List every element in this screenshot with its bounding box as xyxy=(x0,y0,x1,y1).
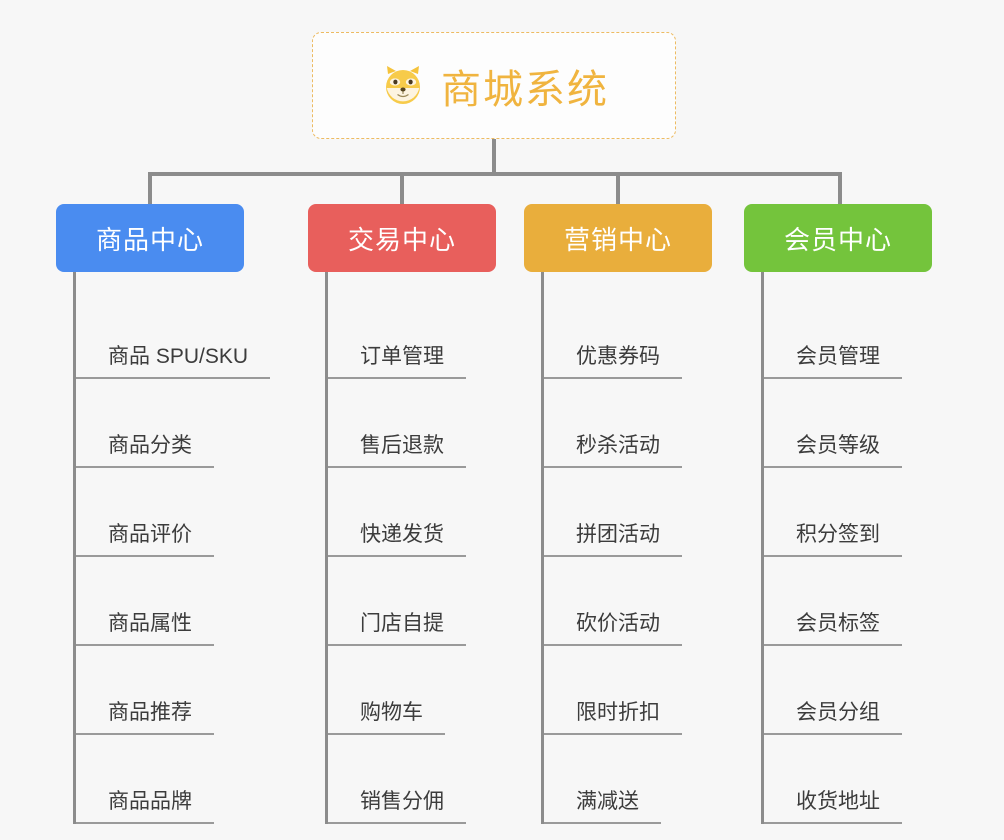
leaf-item[interactable]: 秒杀活动 xyxy=(544,379,748,468)
branch-column-marketing: 营销中心 优惠券码 秒杀活动 拼团活动 砍价活动 限时折扣 满减送 xyxy=(524,204,748,824)
branch-header-label: 营销中心 xyxy=(563,224,672,255)
connector-horizontal-bus xyxy=(148,172,842,176)
leaf-item[interactable]: 满减送 xyxy=(544,735,748,824)
leaf-item[interactable]: 购物车 xyxy=(328,646,532,735)
leaf-list-marketing: 优惠券码 秒杀活动 拼团活动 砍价活动 限时折扣 满减送 xyxy=(541,272,748,824)
leaf-item[interactable]: 商品属性 xyxy=(76,557,304,646)
leaf-label: 限时折扣 xyxy=(544,702,682,735)
leaf-label: 会员分组 xyxy=(764,702,902,735)
connector-drop-2 xyxy=(400,172,404,206)
branch-header-label: 商品中心 xyxy=(95,224,204,255)
leaf-label: 会员等级 xyxy=(764,435,902,468)
leaf-item[interactable]: 订单管理 xyxy=(328,290,532,379)
leaf-item[interactable]: 收货地址 xyxy=(764,735,968,824)
leaf-item[interactable]: 销售分佣 xyxy=(328,735,532,824)
leaf-item[interactable]: 商品 SPU/SKU xyxy=(76,290,304,379)
leaf-item[interactable]: 拼团活动 xyxy=(544,468,748,557)
leaf-item[interactable]: 会员管理 xyxy=(764,290,968,379)
branch-header-product[interactable]: 商品中心 xyxy=(56,204,244,272)
leaf-label: 收货地址 xyxy=(764,791,902,824)
leaf-label: 秒杀活动 xyxy=(544,435,682,468)
leaf-label: 会员标签 xyxy=(764,613,902,646)
leaf-label: 售后退款 xyxy=(328,435,466,468)
branch-column-product: 商品中心 商品 SPU/SKU 商品分类 商品评价 商品属性 商品推荐 商品品牌 xyxy=(56,204,304,824)
leaf-list-member: 会员管理 会员等级 积分签到 会员标签 会员分组 收货地址 xyxy=(761,272,968,824)
connector-drop-3 xyxy=(616,172,620,206)
leaf-label: 商品品牌 xyxy=(76,791,214,824)
leaf-item[interactable]: 商品推荐 xyxy=(76,646,304,735)
leaf-item[interactable]: 会员分组 xyxy=(764,646,968,735)
leaf-item[interactable]: 门店自提 xyxy=(328,557,532,646)
branch-column-member: 会员中心 会员管理 会员等级 积分签到 会员标签 会员分组 收货地址 xyxy=(744,204,968,824)
leaf-label: 会员管理 xyxy=(764,346,902,379)
branch-column-trade: 交易中心 订单管理 售后退款 快递发货 门店自提 购物车 销售分佣 xyxy=(308,204,532,824)
branch-header-label: 会员中心 xyxy=(783,224,892,255)
leaf-label: 商品评价 xyxy=(76,524,214,557)
leaf-label: 销售分佣 xyxy=(328,791,466,824)
leaf-item[interactable]: 优惠券码 xyxy=(544,290,748,379)
leaf-label: 拼团活动 xyxy=(544,524,682,557)
leaf-item[interactable]: 快递发货 xyxy=(328,468,532,557)
connector-drop-1 xyxy=(148,172,152,206)
leaf-label: 商品属性 xyxy=(76,613,214,646)
root-title: 商城系统 xyxy=(441,67,609,112)
leaf-label: 门店自提 xyxy=(328,613,466,646)
leaf-label: 商品分类 xyxy=(76,435,214,468)
leaf-item[interactable]: 售后退款 xyxy=(328,379,532,468)
leaf-list-trade: 订单管理 售后退款 快递发货 门店自提 购物车 销售分佣 xyxy=(325,272,532,824)
leaf-label: 商品 SPU/SKU xyxy=(76,346,271,379)
connector-root-stem xyxy=(492,139,496,174)
leaf-label: 砍价活动 xyxy=(544,613,682,646)
leaf-label: 商品推荐 xyxy=(76,702,214,735)
leaf-item[interactable]: 砍价活动 xyxy=(544,557,748,646)
root-node[interactable]: 商城系统 xyxy=(312,32,676,139)
leaf-label: 积分签到 xyxy=(764,524,902,557)
branch-header-label: 交易中心 xyxy=(347,224,456,255)
connector-drop-4 xyxy=(838,172,842,206)
leaf-item[interactable]: 商品分类 xyxy=(76,379,304,468)
leaf-label: 订单管理 xyxy=(328,346,466,379)
branch-header-marketing[interactable]: 营销中心 xyxy=(524,204,712,272)
leaf-item[interactable]: 限时折扣 xyxy=(544,646,748,735)
leaf-list-product: 商品 SPU/SKU 商品分类 商品评价 商品属性 商品推荐 商品品牌 xyxy=(73,272,304,824)
leaf-item[interactable]: 商品品牌 xyxy=(76,735,304,824)
leaf-label: 购物车 xyxy=(328,702,445,735)
leaf-item[interactable]: 商品评价 xyxy=(76,468,304,557)
dog-face-icon xyxy=(379,62,427,110)
leaf-item[interactable]: 会员标签 xyxy=(764,557,968,646)
leaf-label: 快递发货 xyxy=(328,524,466,557)
leaf-label: 优惠券码 xyxy=(544,346,682,379)
leaf-item[interactable]: 积分签到 xyxy=(764,468,968,557)
leaf-item[interactable]: 会员等级 xyxy=(764,379,968,468)
leaf-label: 满减送 xyxy=(544,791,661,824)
branch-header-trade[interactable]: 交易中心 xyxy=(308,204,496,272)
branch-header-member[interactable]: 会员中心 xyxy=(744,204,932,272)
